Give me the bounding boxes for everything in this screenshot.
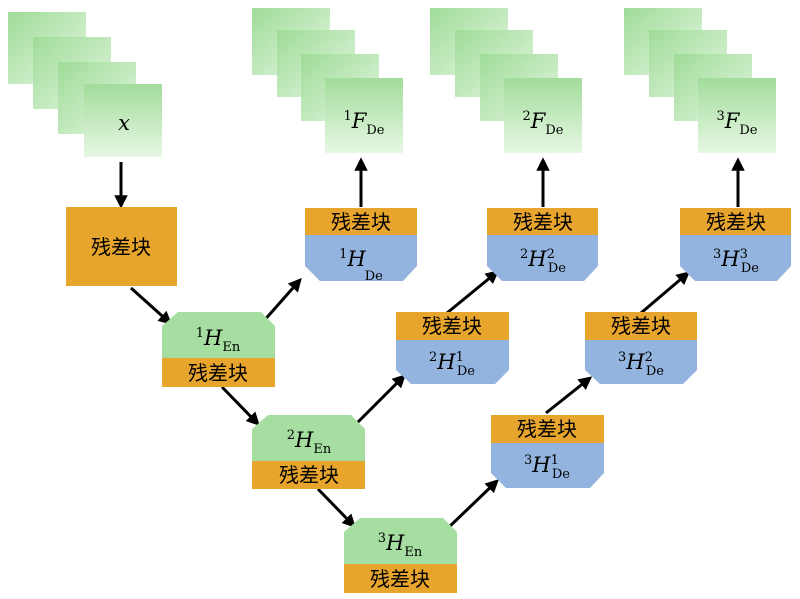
encoder-2-residual-label: 残差块 [279,463,339,487]
initial-residual-block-rect [66,207,177,286]
decoder-1-1-shape [305,235,417,281]
encoder-2-shape [252,415,365,461]
initial-residual-block: 残差块 [66,207,177,286]
input-label: x [118,111,130,135]
encoder-3-shape [344,518,457,564]
encoder-3: 3HEn 残差块 [344,518,457,593]
encoder-3-residual [344,564,457,593]
decoder-3-2-residual-label: 残差块 [611,314,671,338]
decoder-3-2-residual [585,312,697,340]
encoder-2-residual [252,461,365,489]
arrows [114,157,745,530]
encoder-2: 2HEn 残差块 [252,415,365,489]
arrow-dec32-to-dec33 [640,271,691,315]
decoder-1-1-label: 1HDe [339,247,383,284]
encoder-2-label: 2HEn [287,428,332,457]
encoder-1-shape [162,312,275,358]
decoder-3-3-shape [680,235,791,281]
encoder-3-residual-label: 残差块 [370,567,430,591]
decoder-3-1-shape [491,443,604,488]
decoder-2-1-residual [396,312,509,340]
arrow-enc3-to-dec31 [446,479,499,530]
output-1-label: 1FDe [344,109,385,138]
decoder-2-2-residual-label: 残差块 [513,210,573,234]
output-2-layer-front [504,78,582,153]
arrow-resblock-to-enc1 [129,286,173,325]
input-feature-stack: x [8,12,162,157]
encoder-1-label: 1HEn [196,326,241,355]
encoder-1-residual-label: 残差块 [188,361,248,385]
arrow-enc1-to-enc2 [220,385,260,426]
decoder-3-1-residual [491,415,604,443]
arrow-enc2-to-dec21 [354,374,406,426]
output-2-label: 2FDe [523,109,564,138]
decoder-1-1: 残差块 1HDe [305,208,417,284]
decoder-1-1-residual-label: 残差块 [331,210,391,234]
decoder-2-2-residual [487,208,598,235]
initial-residual-block-label: 残差块 [91,235,151,259]
output-stack-2: 2FDe [430,8,582,153]
input-layer-front [84,84,162,157]
decoder-3-3-residual [680,208,791,235]
decoder-3-3-residual-label: 残差块 [706,210,766,234]
encoder-1: 1HEn 残差块 [162,312,275,387]
encoder-3-label: 3HEn [378,531,423,560]
decoder-3-2-shape [585,340,697,384]
arrow-dec21-to-dec22 [446,270,500,315]
encoder-1-residual [162,358,275,387]
arrow-enc1-to-dec11 [260,277,302,324]
decoder-3-1-residual-label: 残差块 [517,417,577,441]
decoder-2-1-residual-label: 残差块 [422,314,482,338]
output-3-layer-front [698,78,776,153]
output-stack-1: 1FDe [252,8,403,153]
output-3-label: 3FDe [717,109,758,138]
arrow-dec31-to-dec32 [545,376,593,415]
decoder-2-2-shape [487,235,598,281]
decoder-1-1-residual [305,208,417,235]
arrow-enc2-to-enc3 [316,487,356,528]
output-stack-3: 3FDe [624,8,776,153]
output-1-layer-front [325,78,403,153]
decoder-2-1-shape [396,340,509,384]
